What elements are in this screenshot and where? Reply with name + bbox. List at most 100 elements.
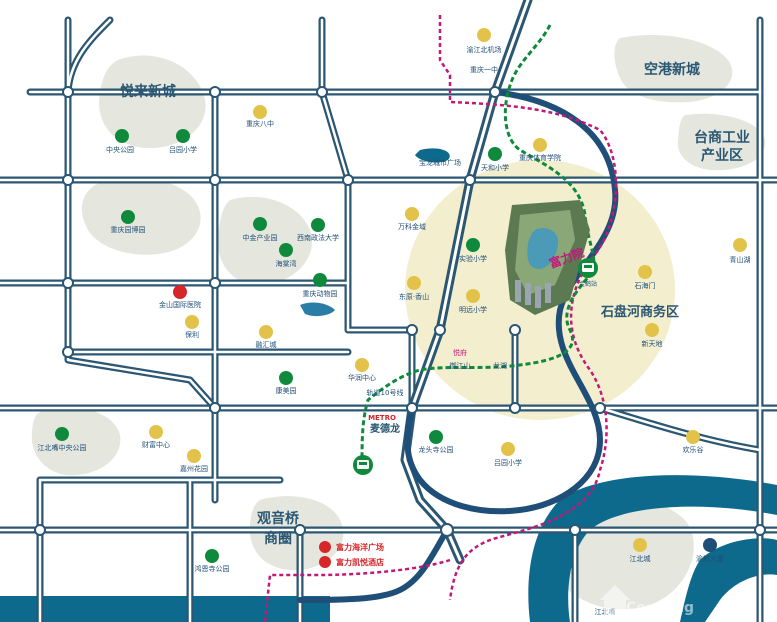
metro-station-icon bbox=[353, 455, 373, 475]
poi-label: 保利 bbox=[185, 330, 199, 339]
mall-icon bbox=[733, 238, 747, 252]
district-label: 产业区 bbox=[701, 147, 743, 164]
poi-label: 天和小学 bbox=[481, 163, 509, 172]
park-icon bbox=[488, 147, 502, 161]
residence-icon bbox=[259, 325, 273, 339]
project-site bbox=[505, 200, 590, 315]
poi-label: 渝航大厦 bbox=[696, 554, 724, 563]
poi-label: 西南政法大学 bbox=[297, 233, 339, 242]
mall-icon bbox=[645, 323, 659, 337]
metro-line-label: 轨道10号线 bbox=[367, 388, 404, 397]
poi-icons bbox=[55, 28, 747, 568]
poi-label: 明远小学 bbox=[459, 305, 487, 314]
park-icon bbox=[55, 427, 69, 441]
poi-label: 中金产业园 bbox=[243, 233, 278, 242]
poi-label: 重庆动物园 bbox=[303, 289, 338, 298]
poi-label: 金山国际医院 bbox=[159, 300, 201, 309]
park-icon bbox=[279, 243, 293, 257]
park-icon bbox=[313, 273, 327, 287]
poi-label: 华润中心 bbox=[348, 373, 376, 382]
poi-label: 万科金域 bbox=[398, 222, 426, 231]
district-blob bbox=[81, 177, 201, 255]
poi-label: 重庆一中 bbox=[470, 65, 498, 74]
park-icon bbox=[205, 549, 219, 563]
residence-icon bbox=[185, 315, 199, 329]
park-icon bbox=[279, 371, 293, 385]
intersections bbox=[34, 86, 766, 537]
district-blob bbox=[217, 196, 312, 285]
park-icon bbox=[253, 217, 267, 231]
poi-label: 悦府 bbox=[453, 348, 467, 357]
poi-label: 吕园小学 bbox=[169, 145, 197, 154]
school-icon bbox=[477, 28, 491, 42]
hotel-icon bbox=[319, 556, 331, 568]
poi-label: 龙湖 bbox=[493, 361, 507, 370]
pink-route bbox=[263, 15, 618, 622]
mall-icon bbox=[638, 265, 652, 279]
poi-label: 中央公园 bbox=[106, 145, 134, 154]
green-route bbox=[360, 24, 596, 466]
metro-brand: METRO bbox=[368, 414, 396, 422]
watermark-logo: CouFang bbox=[600, 585, 694, 616]
poi-label: 融汇城 bbox=[256, 340, 277, 349]
district-blob bbox=[614, 34, 733, 103]
poi-label: 江北嘴中央公园 bbox=[38, 443, 87, 452]
hospital-icon bbox=[173, 285, 187, 299]
poi-label: 康美园 bbox=[276, 386, 297, 395]
poi-label: 吕园小学 bbox=[494, 458, 522, 467]
poi-label: 富力凯悦酒店 bbox=[336, 557, 384, 567]
residence-icon bbox=[407, 276, 421, 290]
residence-icon bbox=[466, 289, 480, 303]
poi-label: 新天地 bbox=[642, 339, 663, 348]
mall-icon bbox=[633, 538, 647, 552]
hotel-icon bbox=[319, 541, 331, 553]
watermark-text: CouFang bbox=[626, 600, 694, 616]
park-icon bbox=[311, 218, 325, 232]
poi-label: 重庆体育学院 bbox=[519, 153, 561, 162]
park-icon bbox=[121, 210, 135, 224]
school-icon bbox=[501, 442, 515, 456]
poi-label: 实验小学 bbox=[459, 254, 487, 263]
poi-label: 财富中心 bbox=[142, 440, 170, 449]
mall-icon bbox=[149, 425, 163, 439]
poi-label: 重庆八中 bbox=[246, 119, 274, 128]
poi-label: 麦德龙 bbox=[370, 422, 400, 435]
river bbox=[0, 148, 777, 622]
mall-icon bbox=[686, 430, 700, 444]
building-icon bbox=[703, 538, 717, 552]
poi-label: 渝江北机场 bbox=[467, 45, 502, 54]
mall-icon bbox=[187, 449, 201, 463]
mall-icon bbox=[355, 358, 369, 372]
poi-label: 青山湖 bbox=[730, 255, 751, 264]
poi-label: 东原·香山 bbox=[399, 292, 429, 301]
poi-label: 石海门 bbox=[635, 281, 656, 290]
school-icon bbox=[253, 105, 267, 119]
school-icon bbox=[533, 138, 547, 152]
poi-label: 江北城 bbox=[630, 555, 651, 563]
park-icon bbox=[115, 129, 129, 143]
district-blob bbox=[677, 113, 766, 171]
poi-label: 海棠湾 bbox=[276, 259, 297, 268]
district-label: 观音桥 bbox=[257, 510, 300, 527]
poi-label: 嘉州花园 bbox=[180, 464, 208, 473]
district-areas bbox=[31, 34, 766, 610]
poi-label: 龙头寺公园 bbox=[419, 445, 454, 454]
district-label: 商圈 bbox=[264, 530, 292, 547]
poi-label: 富力海洋广场 bbox=[336, 542, 384, 552]
station-label: 金鹤站 bbox=[579, 280, 597, 288]
park-icon bbox=[466, 238, 480, 252]
district-label: 空港新城 bbox=[644, 61, 700, 78]
district-label: 悦来新城 bbox=[120, 83, 176, 100]
metro-station-icon bbox=[578, 258, 598, 278]
district-blob bbox=[31, 407, 121, 476]
poi-label: 御江山 bbox=[450, 361, 471, 370]
poi-label: 宝龙城市广场 bbox=[419, 158, 461, 167]
park-icon bbox=[176, 129, 190, 143]
district-blob bbox=[99, 55, 206, 149]
poi-label: 鸿恩寺公园 bbox=[195, 564, 230, 573]
residence-icon bbox=[405, 207, 419, 221]
district-label: 台商工业 bbox=[694, 129, 750, 146]
